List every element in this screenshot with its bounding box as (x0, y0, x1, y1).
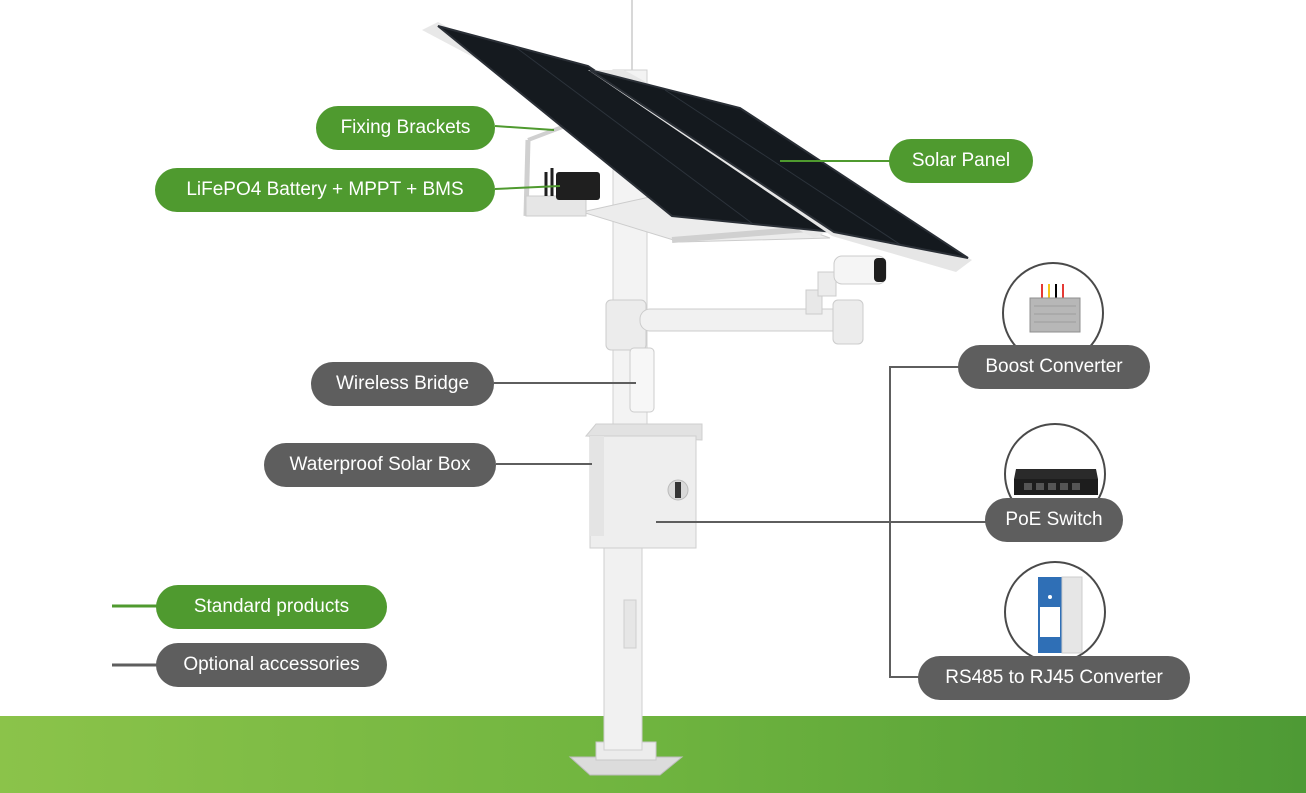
label-poe-switch: PoE Switch (985, 498, 1123, 542)
rs485-converter-icon (1004, 561, 1106, 663)
solar-panel-icon (422, 22, 972, 272)
solar-box-device (584, 423, 703, 549)
label-boost-converter: Boost Converter (958, 345, 1150, 389)
legend-standard-products: Standard products (156, 585, 387, 629)
battery-device (556, 172, 600, 200)
label-wireless-bridge: Wireless Bridge (311, 362, 494, 406)
label-fixing-brackets: Fixing Brackets (316, 106, 495, 150)
legend-optional-accessories: Optional accessories (156, 643, 387, 687)
wireless-bridge-device (629, 347, 655, 413)
label-solar-box: Waterproof Solar Box (264, 443, 496, 487)
label-rs485-converter: RS485 to RJ45 Converter (918, 656, 1190, 700)
label-solar-panel: Solar Panel (889, 139, 1033, 183)
label-battery: LiFePO4 Battery + MPPT + BMS (155, 168, 495, 212)
camera-icon (817, 255, 887, 297)
